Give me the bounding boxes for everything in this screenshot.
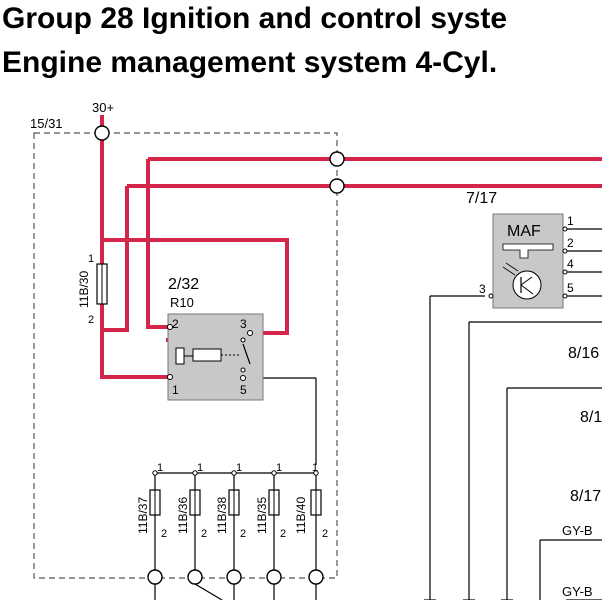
signal-wires — [101, 196, 602, 600]
fuse-11b-40-label: 11B/40 — [294, 497, 308, 534]
box-label: 15/31 — [30, 116, 63, 131]
fuse-11b-38-label: 11B/38 — [215, 497, 229, 534]
terminal-junction-2 — [329, 178, 345, 194]
fuse-11b-36-pin-bottom: 2 — [201, 528, 207, 540]
fuse-11b-30-label: 11B/30 — [77, 271, 91, 308]
terminal-bottom-3 — [226, 569, 242, 585]
fuse-11b-38-pin-top: 1 — [236, 462, 242, 474]
fuse-11b-40: 11B/40 1 2 — [294, 462, 328, 540]
terminal-bottom-2 — [187, 569, 203, 585]
dashed-boundary-box — [33, 132, 338, 579]
maf-pin-5: 5 — [567, 281, 574, 295]
ref-8-17: 8/17 — [570, 488, 601, 505]
fuse-11b-35-pin-top: 1 — [276, 462, 282, 474]
fuse-11b-30-pin-bottom: 2 — [88, 314, 94, 326]
relay-r10: 2/32 R10 2 3 1 5 — [167, 276, 264, 401]
terminals — [94, 125, 345, 585]
title-line-1: Group 28 Ignition and control syste — [2, 2, 508, 35]
fuse-11b-36-pin-top: 1 — [197, 462, 203, 474]
fuse-11b-36: 11B/36 1 2 — [176, 462, 207, 540]
relay-pin-5: 5 — [240, 383, 247, 397]
ref-8-16: 8/16 — [568, 345, 599, 362]
maf-pin-2: 2 — [567, 236, 574, 250]
maf-sensor: 7/17 MAF 1 2 4 5 3 — [466, 190, 574, 309]
fuse-11b-30-pin-top: 1 — [88, 253, 94, 265]
fuse-11b-35-pin-bottom: 2 — [280, 528, 286, 540]
fuse-11b-37-pin-bottom: 2 — [161, 528, 167, 540]
terminal-bottom-5 — [308, 569, 324, 585]
maf-pin-1: 1 — [567, 214, 574, 228]
ref-8-1: 8/1 — [580, 409, 602, 426]
fuse-11b-30: 11B/30 1 2 — [77, 253, 108, 326]
relay-ref: 2/32 — [168, 276, 199, 293]
maf-name: MAF — [507, 223, 541, 240]
relay-pin-2: 2 — [172, 317, 179, 331]
relay-name: R10 — [170, 295, 194, 310]
terminal-bottom-1 — [147, 569, 163, 585]
fuse-11b-35: 11B/35 1 2 — [255, 462, 286, 540]
fuse-11b-40-pin-bottom: 2 — [322, 528, 328, 540]
terminal-30-plus — [94, 125, 110, 141]
maf-pin-3: 3 — [479, 282, 486, 296]
fuse-11b-37-label: 11B/37 — [136, 497, 150, 534]
title-line-2: Engine management system 4-Cyl. — [2, 46, 498, 79]
supply-label: 30+ — [92, 100, 114, 115]
maf-pin-4: 4 — [567, 257, 574, 271]
fuse-11b-38-pin-bottom: 2 — [240, 528, 246, 540]
maf-ref: 7/17 — [466, 190, 497, 207]
terminal-junction-1 — [329, 151, 345, 167]
fuse-11b-36-label: 11B/36 — [176, 497, 190, 534]
fuse-11b-35-label: 11B/35 — [255, 497, 269, 534]
relay-pin-3: 3 — [240, 317, 247, 331]
fuse-11b-37: 11B/37 1 2 — [136, 462, 167, 540]
fuse-11b-38: 11B/38 1 2 — [215, 462, 246, 540]
terminal-bottom-4 — [266, 569, 282, 585]
wire-label-gy-b-2: GY-B — [562, 584, 593, 599]
fuse-11b-40-pin-top: 1 — [312, 462, 318, 474]
wire-label-gy-b-1: GY-B — [562, 523, 593, 538]
relay-pin-1: 1 — [172, 383, 179, 397]
fuse-11b-37-pin-top: 1 — [157, 462, 163, 474]
